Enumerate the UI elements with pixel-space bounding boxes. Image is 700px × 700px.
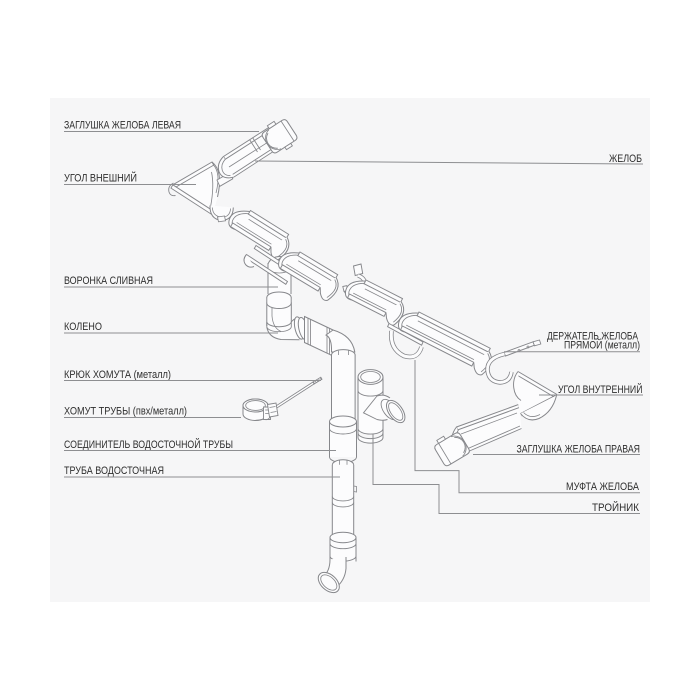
svg-text:ДЕРЖАТЕЛЬ ЖЕЛОБА: ДЕРЖАТЕЛЬ ЖЕЛОБА: [547, 331, 639, 343]
svg-text:КОЛЕНО: КОЛЕНО: [64, 321, 102, 333]
svg-text:УГОЛ ВНЕШНИЙ: УГОЛ ВНЕШНИЙ: [64, 172, 137, 185]
svg-text:ЖЕЛОБ: ЖЕЛОБ: [609, 153, 642, 165]
svg-text:УГОЛ ВНУТРЕННИЙ: УГОЛ ВНУТРЕННИЙ: [558, 383, 643, 396]
svg-text:ЗАГЛУШКА ЖЕЛОБА ПРАВАЯ: ЗАГЛУШКА ЖЕЛОБА ПРАВАЯ: [517, 444, 641, 456]
svg-text:МУФТА ЖЕЛОБА: МУФТА ЖЕЛОБА: [566, 481, 640, 493]
svg-text:КРЮК ХОМУТА (металл): КРЮК ХОМУТА (металл): [64, 369, 171, 381]
svg-text:ЗАГЛУШКА ЖЕЛОБА ЛЕВАЯ: ЗАГЛУШКА ЖЕЛОБА ЛЕВАЯ: [64, 120, 181, 132]
svg-text:ТРОЙНИК: ТРОЙНИК: [592, 501, 640, 514]
svg-text:СОЕДИНИТЕЛЬ ВОДОСТОЧНОЙ ТРУБЫ: СОЕДИНИТЕЛЬ ВОДОСТОЧНОЙ ТРУБЫ: [64, 438, 233, 451]
svg-text:ВОРОНКА СЛИВНАЯ: ВОРОНКА СЛИВНАЯ: [64, 275, 153, 287]
svg-text:ХОМУТ ТРУБЫ (пвх/металл): ХОМУТ ТРУБЫ (пвх/металл): [64, 406, 187, 418]
svg-text:ТРУБА ВОДОСТОЧНАЯ: ТРУБА ВОДОСТОЧНАЯ: [64, 465, 164, 477]
svg-text:ПРЯМОЙ (металл): ПРЯМОЙ (металл): [564, 339, 640, 352]
